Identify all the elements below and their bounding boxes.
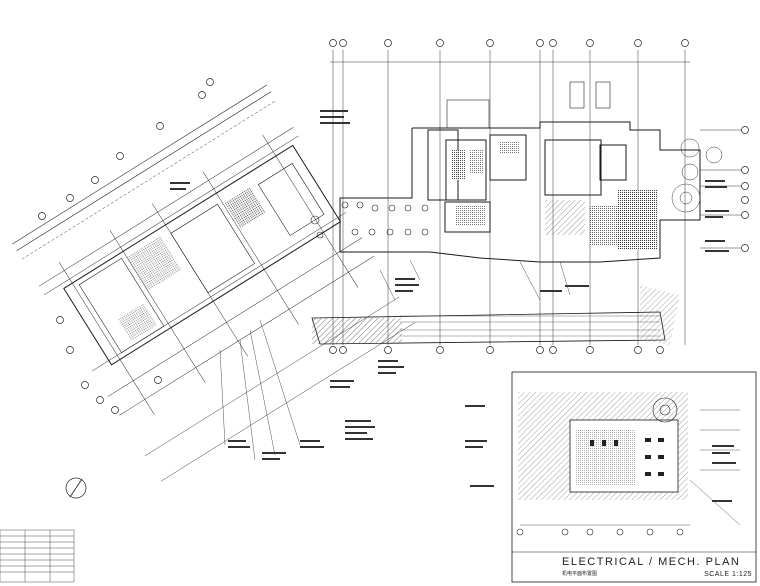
dining-tables bbox=[310, 201, 429, 239]
wing-bubbles bbox=[38, 78, 214, 414]
sheet-title: ELECTRICAL / MECH. PLAN bbox=[562, 556, 741, 568]
trees bbox=[671, 138, 723, 213]
parking bbox=[446, 81, 611, 129]
rotated-wing bbox=[12, 84, 416, 482]
sheet-subtitle: 机电平面布置图 bbox=[562, 571, 598, 577]
main-building-fill bbox=[452, 142, 658, 250]
title-block: ELECTRICAL / MECH. PLAN 机电平面布置图 SCALE 1:… bbox=[512, 552, 756, 584]
sheet-scale: SCALE 1:125 bbox=[704, 571, 752, 578]
walkway bbox=[311, 285, 680, 345]
legend-table bbox=[0, 529, 75, 583]
grid-bubbles-top bbox=[329, 39, 749, 354]
annotation-leaders bbox=[219, 259, 571, 461]
north-arrow-icon bbox=[65, 477, 87, 499]
inset-plan bbox=[465, 392, 741, 536]
inset-frame bbox=[511, 371, 757, 583]
annotation-text bbox=[170, 110, 729, 460]
